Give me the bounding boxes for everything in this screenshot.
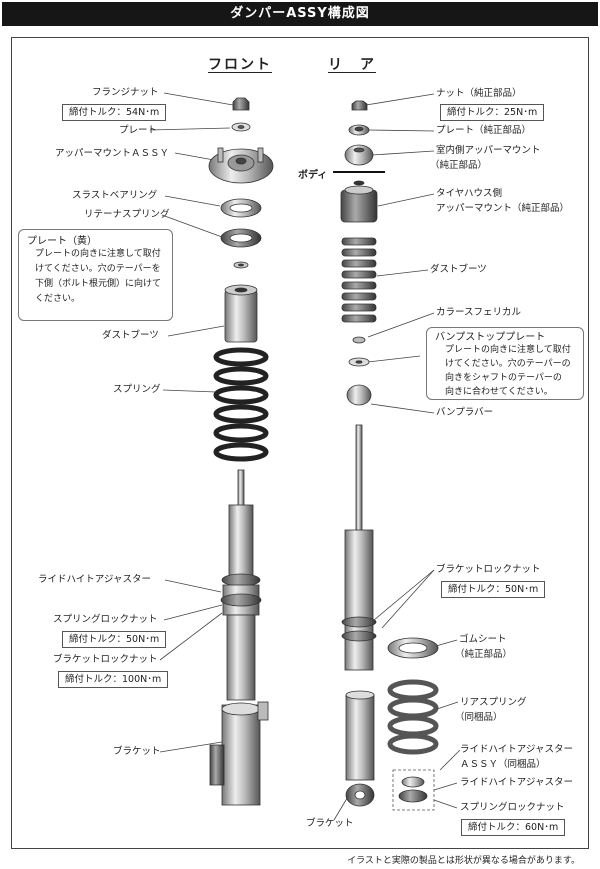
rear-assembly: [333, 100, 439, 811]
front-spring-lock-torque: 締付トルク：50N･m: [62, 631, 167, 648]
front-heading: フロント: [208, 57, 272, 73]
front-flange-torque: 締付トルク：54N･m: [62, 104, 167, 121]
front-upper-mount-label: アッパーマウントＡＳＳＹ: [55, 148, 170, 159]
rear-inner-upper-mount-label: 室内側アッパーマウント: [436, 145, 541, 156]
rear-note-title: バンプストッププレート: [435, 332, 546, 343]
rear-bracket-lock-torque: 締付トルク：50N･m: [441, 581, 546, 598]
front-bracket-lock-torque: 締付トルク：100N･m: [58, 671, 169, 688]
front-note-title: プレート（黄）: [27, 236, 97, 247]
rear-nut-label: ナット（純正部品）: [436, 88, 522, 99]
front-note-body: プレートの向きに注意して取付 けてください。穴のテーパーを 下側（ボルト根元側）…: [35, 249, 162, 304]
front-plate-label: プレート: [119, 125, 158, 136]
rear-nut-torque: 締付トルク：25N･m: [440, 104, 545, 121]
rear-rha-assy-note: ＡＳＳＹ（同梱品）: [460, 759, 546, 770]
rear-dust-boot-label: ダストブーツ: [430, 264, 487, 275]
rear-plate-label: プレート（純正部品）: [436, 125, 532, 136]
rear-rha-label: ライドハイトアジャスター: [460, 777, 573, 788]
rear-inner-upper-mount-note: （純正部品）: [430, 160, 488, 171]
rear-heading: リ ア: [328, 57, 376, 73]
footer-disclaimer: イラストと実際の製品とは形状が異なる場合があります。: [347, 856, 580, 866]
body-label: ボディ: [298, 170, 328, 181]
rear-spring-label: リアスプリング: [460, 697, 527, 708]
front-assembly: [208, 97, 274, 806]
front-bracket-label: ブラケット: [113, 746, 161, 757]
front-bracket-lock-nut-label: ブラケットロックナット: [53, 654, 158, 665]
rear-tire-house-mount-label-2: アッパーマウント（純正部品）: [436, 203, 570, 214]
diagram-frame: [11, 37, 589, 849]
front-spring-lock-nut-label: スプリングロックナット: [53, 614, 158, 625]
rear-spring-lock-torque: 締付トルク：60N･m: [461, 819, 566, 836]
rear-rha-assy-label: ライドハイトアジャスター: [460, 744, 573, 755]
front-ride-height-adjuster-label: ライドハイトアジャスター: [38, 574, 151, 585]
rear-bracket-label: ブラケット: [306, 818, 354, 829]
rear-rubber-seat-note: （純正部品）: [455, 649, 513, 660]
rear-rubber-seat-label: ゴムシート: [459, 634, 507, 645]
front-retainer-spring-label: リテーナスプリング: [84, 209, 170, 220]
front-spring-label: スプリング: [113, 384, 161, 395]
front-plate-note: プレート（黄） プレートの向きに注意して取付 けてください。穴のテーパーを 下側…: [18, 229, 173, 321]
rear-bump-stop-note: バンプストッププレート プレートの向きに注意して取付 けてください。穴のテーパー…: [426, 327, 584, 400]
rear-bracket-lock-nut-label: ブラケットロックナット: [436, 564, 541, 575]
rear-tire-house-mount-label: タイヤハウス側: [436, 188, 503, 199]
rear-bump-rubber-label: バンプラバー: [436, 407, 494, 418]
rear-note-body: プレートの向きに注意して取付 けてください。穴のテーパーの 向きをシャフトのテー…: [445, 345, 571, 397]
front-thrust-bearing-label: スラストベアリング: [72, 190, 158, 201]
leader-lines: [149, 92, 461, 821]
rear-collar-label: カラースフェリカル: [436, 307, 522, 318]
front-flange-nut-label: フランジナット: [92, 87, 159, 98]
page-title: ダンパーASSY構成図: [2, 2, 598, 26]
rear-spring-lock-nut-label: スプリングロックナット: [460, 802, 565, 813]
front-dust-boot-label: ダストブーツ: [102, 330, 159, 341]
rear-spring-note: （同梱品）: [455, 712, 503, 723]
